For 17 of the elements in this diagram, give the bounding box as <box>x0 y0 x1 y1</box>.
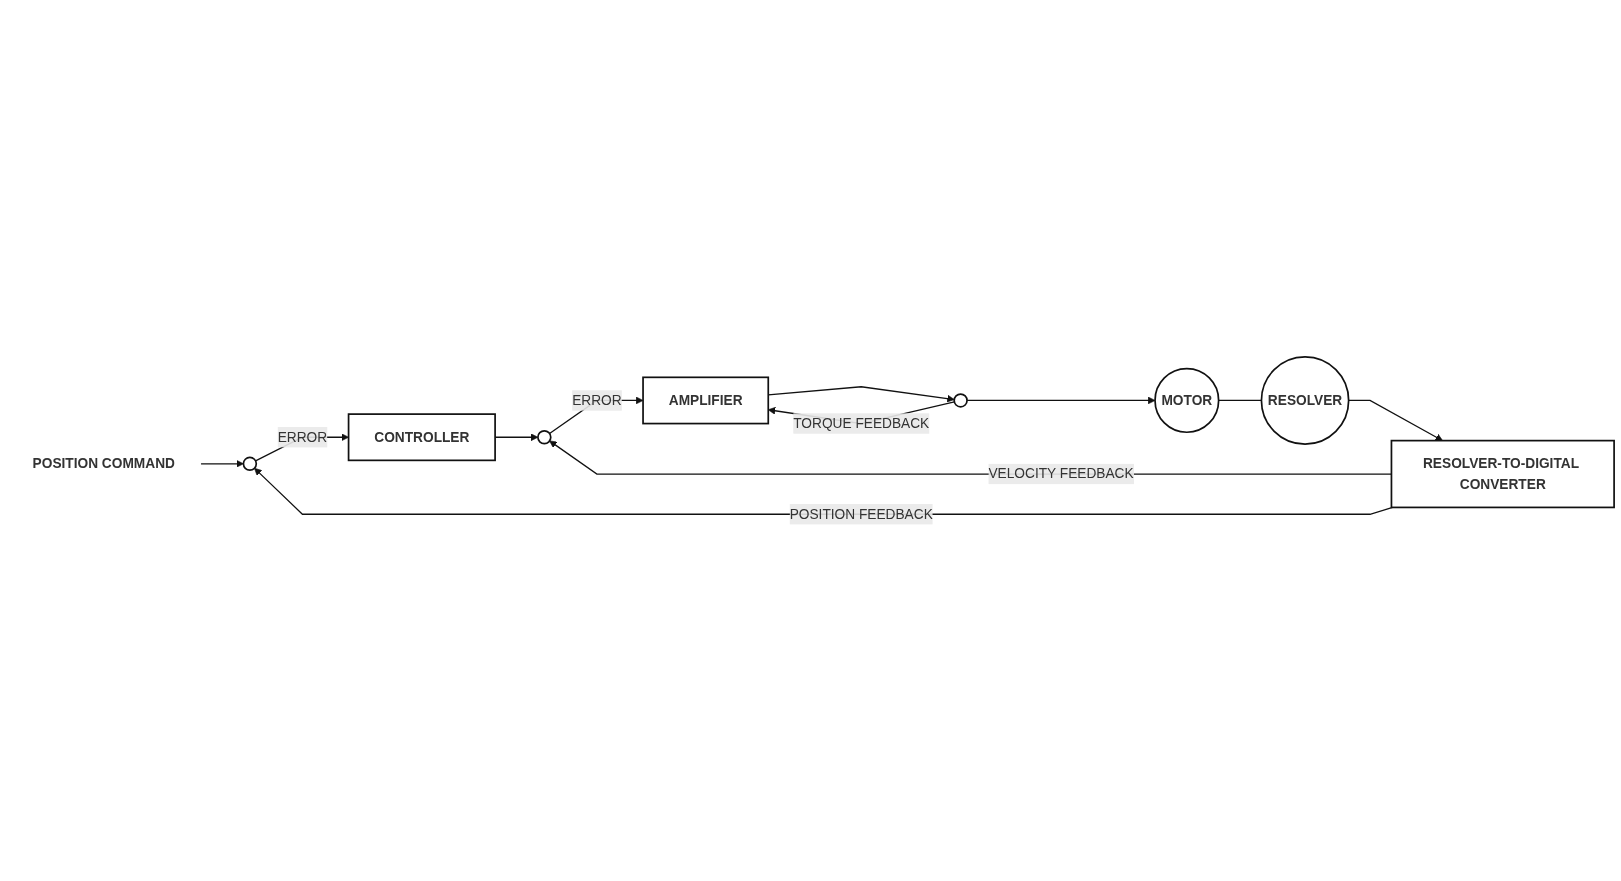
node-box: AMPLIFIER <box>642 376 770 425</box>
arrow <box>966 396 1156 404</box>
node-circle: RESOLVER <box>1260 355 1350 445</box>
edge-label: ERROR <box>572 392 622 408</box>
node-circle <box>242 456 258 471</box>
node-circle <box>953 392 968 408</box>
edge-label: ERROR <box>277 429 328 444</box>
edge-label: VELOCITY FEEDBACK <box>988 466 1134 481</box>
edge-label: TORQUE FEEDBACK <box>793 415 930 431</box>
arrow <box>200 459 244 468</box>
node-text: POSITION COMMAND <box>32 455 175 471</box>
node-box: RESOLVER-TO-DIGITAL CONVERTER <box>1390 439 1615 509</box>
node-box: CONTROLLER <box>347 413 496 461</box>
edge-label: POSITION FEEDBACK <box>789 506 933 521</box>
arrow <box>1348 399 1443 441</box>
node-circle <box>537 429 552 445</box>
node-circle: MOTOR <box>1154 367 1220 433</box>
